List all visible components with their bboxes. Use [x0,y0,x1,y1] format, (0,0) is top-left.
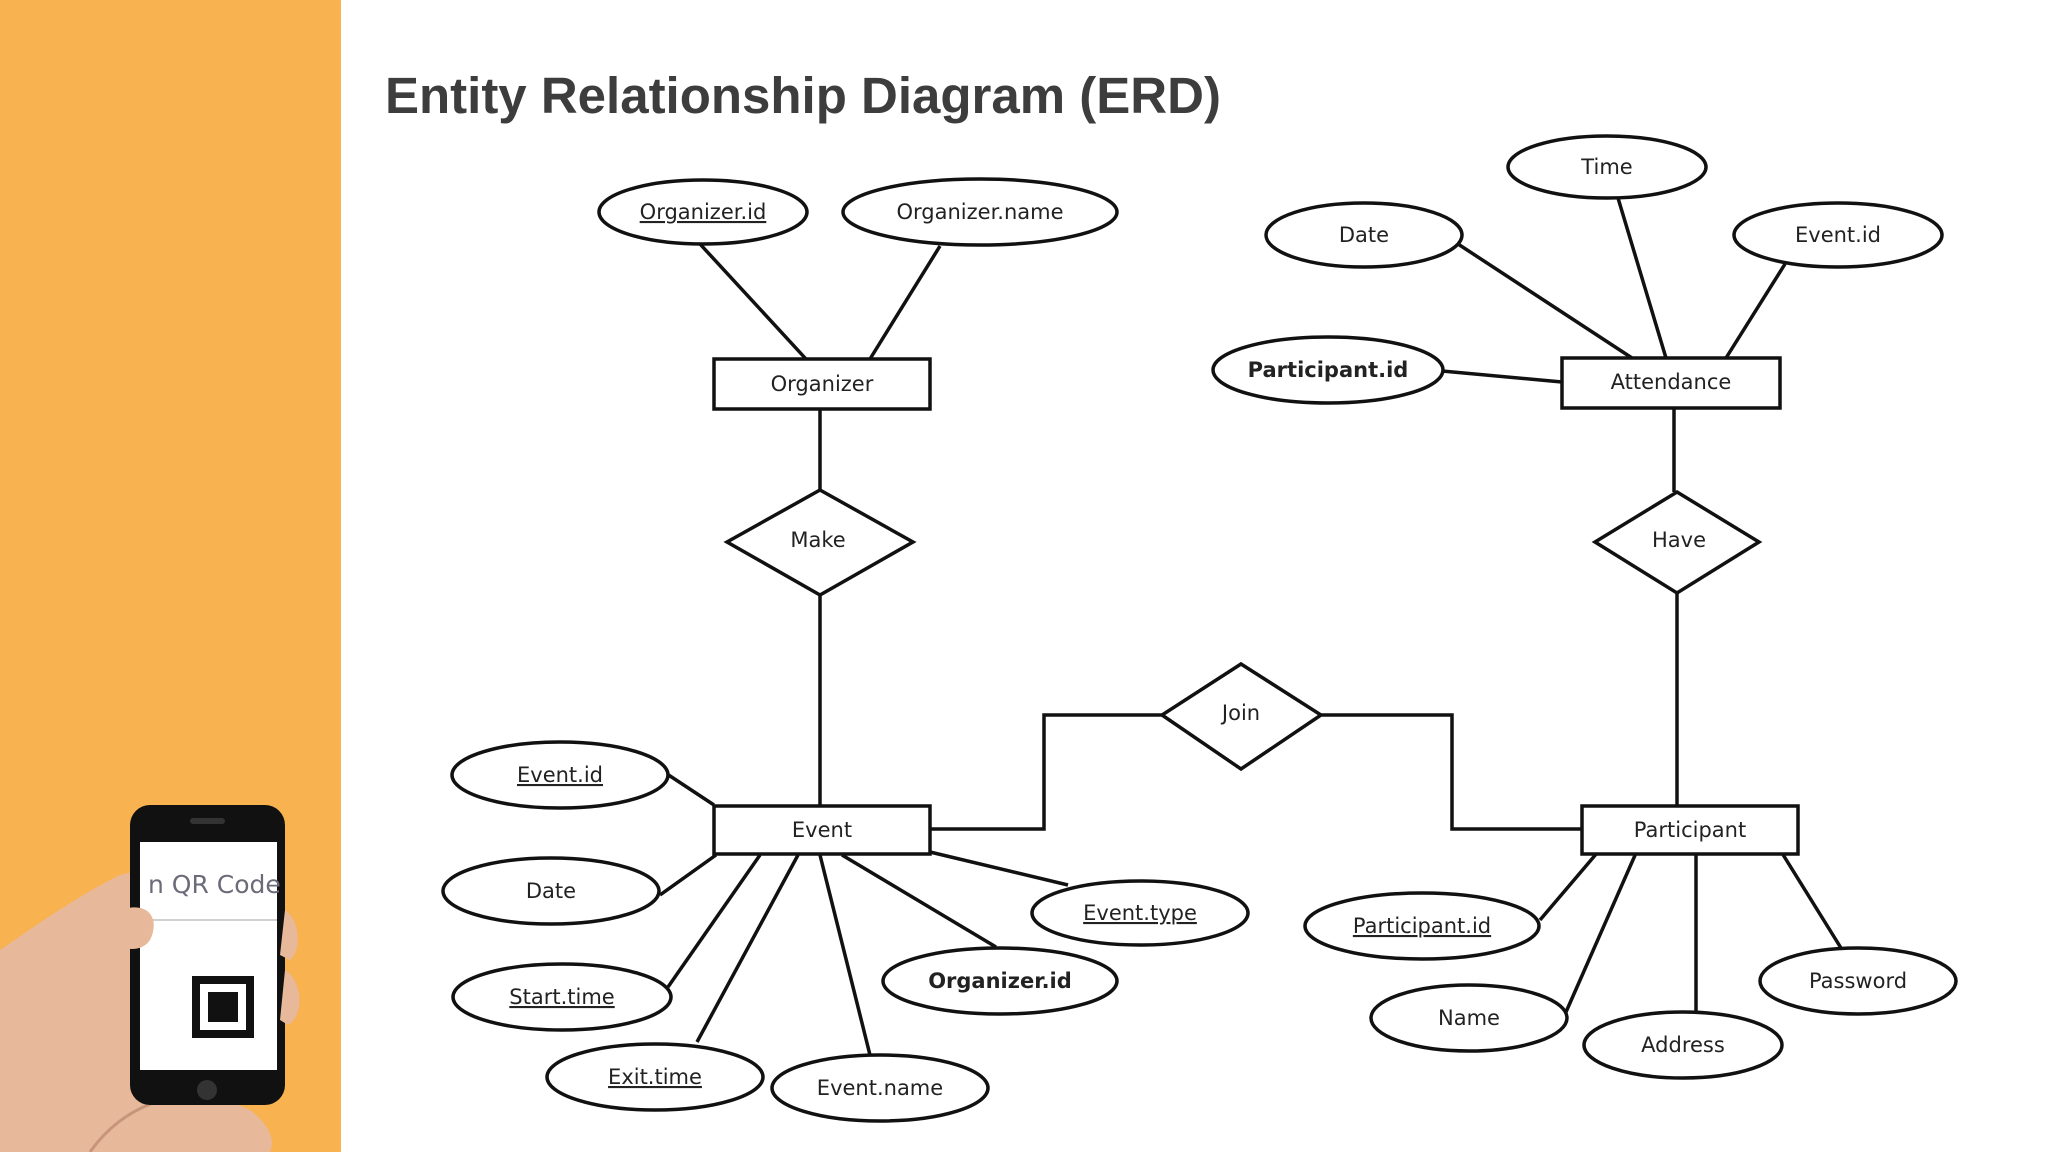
entity-attendance: Attendance [1560,356,1782,410]
svg-text:Participant.id: Participant.id [1248,358,1409,382]
page-title: Entity Relationship Diagram (ERD) [385,67,1221,124]
svg-text:Organizer.id: Organizer.id [640,200,767,224]
relationship-make: Make [723,487,917,598]
attribute-event-type: Event.type [1030,879,1250,947]
attribute-organizer-id: Organizer.id [597,178,809,246]
svg-text:Password: Password [1809,969,1907,993]
svg-text:Organizer.name: Organizer.name [896,200,1063,224]
attribute-attendance-date: Date [1264,201,1464,269]
svg-text:Event.id: Event.id [1795,223,1881,247]
svg-text:Date: Date [526,879,576,903]
attribute-participant-password: Password [1758,946,1958,1016]
svg-text:Participant.id: Participant.id [1353,914,1491,938]
attribute-attendance-event-id: Event.id [1732,201,1944,269]
attribute-participant-name: Name [1369,983,1569,1053]
relationship-have: Have [1591,489,1763,596]
entity-event: Event [712,804,932,856]
svg-text:Time: Time [1580,155,1632,179]
svg-text:Address: Address [1641,1033,1725,1057]
attribute-participant-address: Address [1582,1010,1784,1080]
qr-code-icon [192,976,254,1038]
svg-text:Event.id: Event.id [517,763,603,787]
entity-label: Event [792,818,852,842]
svg-text:Organizer.id: Organizer.id [928,969,1072,993]
attribute-event-date: Date [441,856,661,926]
attribute-event-exit-time: Exit.time [545,1042,765,1112]
svg-text:Name: Name [1438,1006,1500,1030]
svg-text:Exit.time: Exit.time [608,1065,702,1089]
entity-label: Organizer [771,372,874,396]
connector-lines [658,197,1843,1056]
hand-holding-phone-illustration: n QR Code [0,780,341,1153]
svg-text:Event.name: Event.name [817,1076,943,1100]
entity-participant: Participant [1580,804,1800,856]
attribute-attendance-time: Time [1506,134,1708,200]
svg-text:Event.type: Event.type [1083,901,1197,925]
relationship-label: Join [1220,701,1260,725]
entity-label: Participant [1634,818,1746,842]
svg-text:Date: Date [1339,223,1389,247]
attribute-event-organizer-id: Organizer.id [881,946,1119,1016]
relationship-label: Make [790,528,845,552]
relationship-label: Have [1652,528,1706,552]
attribute-participant-id: Participant.id [1303,891,1541,961]
relationship-join: Join [1158,661,1325,772]
phone-screen-text: n QR Code [148,870,281,899]
attribute-event-name: Event.name [770,1053,990,1123]
attribute-event-id: Event.id [450,740,670,810]
attribute-event-start-time: Start.time [451,962,673,1032]
entity-label: Attendance [1611,370,1732,394]
entity-organizer: Organizer [712,357,932,411]
attribute-attendance-participant-id: Participant.id [1211,335,1445,405]
svg-text:Start.time: Start.time [509,985,614,1009]
attribute-organizer-name: Organizer.name [841,177,1119,247]
